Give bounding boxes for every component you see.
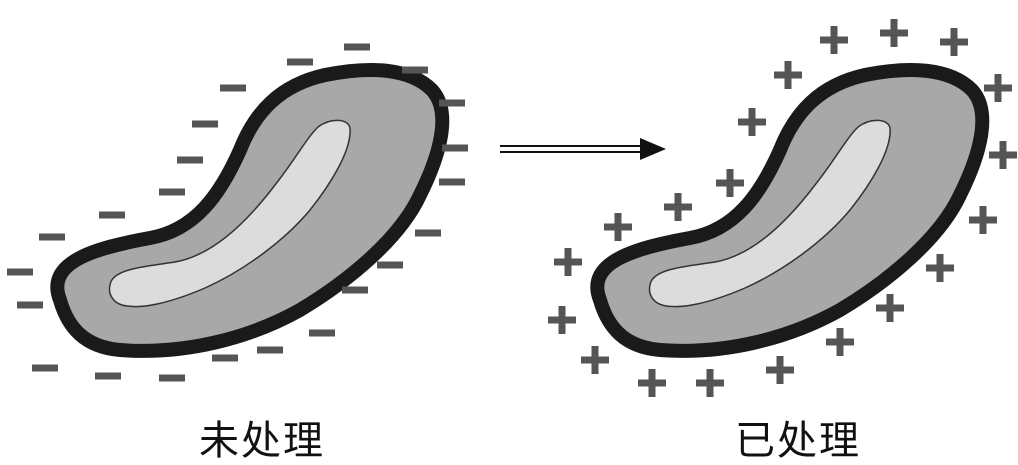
plus-sign bbox=[989, 141, 1017, 169]
minus-sign bbox=[159, 189, 185, 196]
plus-sign bbox=[766, 356, 794, 384]
treated-particle bbox=[597, 70, 982, 351]
untreated-particle bbox=[57, 70, 442, 351]
plus-sign bbox=[774, 61, 802, 89]
plus-sign bbox=[880, 19, 908, 47]
minus-sign bbox=[39, 234, 65, 241]
transformation-arrow bbox=[500, 138, 666, 160]
plus-sign bbox=[604, 213, 632, 241]
minus-sign bbox=[159, 375, 185, 382]
plus-sign bbox=[664, 193, 692, 221]
minus-sign bbox=[415, 230, 441, 237]
minus-sign bbox=[344, 44, 370, 51]
minus-sign bbox=[192, 121, 218, 128]
minus-sign bbox=[7, 269, 33, 276]
minus-sign bbox=[95, 373, 121, 380]
plus-sign bbox=[969, 206, 997, 234]
caption-treated: 已处理 bbox=[698, 418, 898, 464]
minus-sign bbox=[439, 179, 465, 186]
minus-sign bbox=[439, 100, 465, 107]
minus-sign bbox=[287, 59, 313, 66]
plus-sign bbox=[696, 369, 724, 397]
minus-sign bbox=[402, 67, 428, 74]
plus-sign bbox=[826, 328, 854, 356]
minus-sign bbox=[257, 347, 283, 354]
plus-sign bbox=[638, 369, 666, 397]
minus-sign bbox=[17, 302, 43, 309]
minus-sign bbox=[309, 330, 335, 337]
minus-sign bbox=[212, 355, 238, 362]
minus-sign bbox=[220, 85, 246, 92]
plus-sign bbox=[581, 346, 609, 374]
plus-sign bbox=[940, 28, 968, 56]
plus-sign bbox=[820, 26, 848, 54]
plus-sign bbox=[554, 248, 582, 276]
plus-sign bbox=[876, 294, 904, 322]
plus-sign bbox=[548, 306, 576, 334]
plus-sign bbox=[738, 108, 766, 136]
minus-sign bbox=[177, 157, 203, 164]
plus-sign bbox=[926, 254, 954, 282]
minus-sign bbox=[442, 145, 468, 152]
minus-sign bbox=[377, 262, 403, 269]
minus-sign bbox=[99, 212, 125, 219]
caption-untreated: 未处理 bbox=[162, 418, 362, 464]
plus-sign bbox=[984, 74, 1012, 102]
minus-sign bbox=[342, 287, 368, 294]
minus-sign bbox=[32, 365, 58, 372]
plus-sign bbox=[716, 169, 744, 197]
